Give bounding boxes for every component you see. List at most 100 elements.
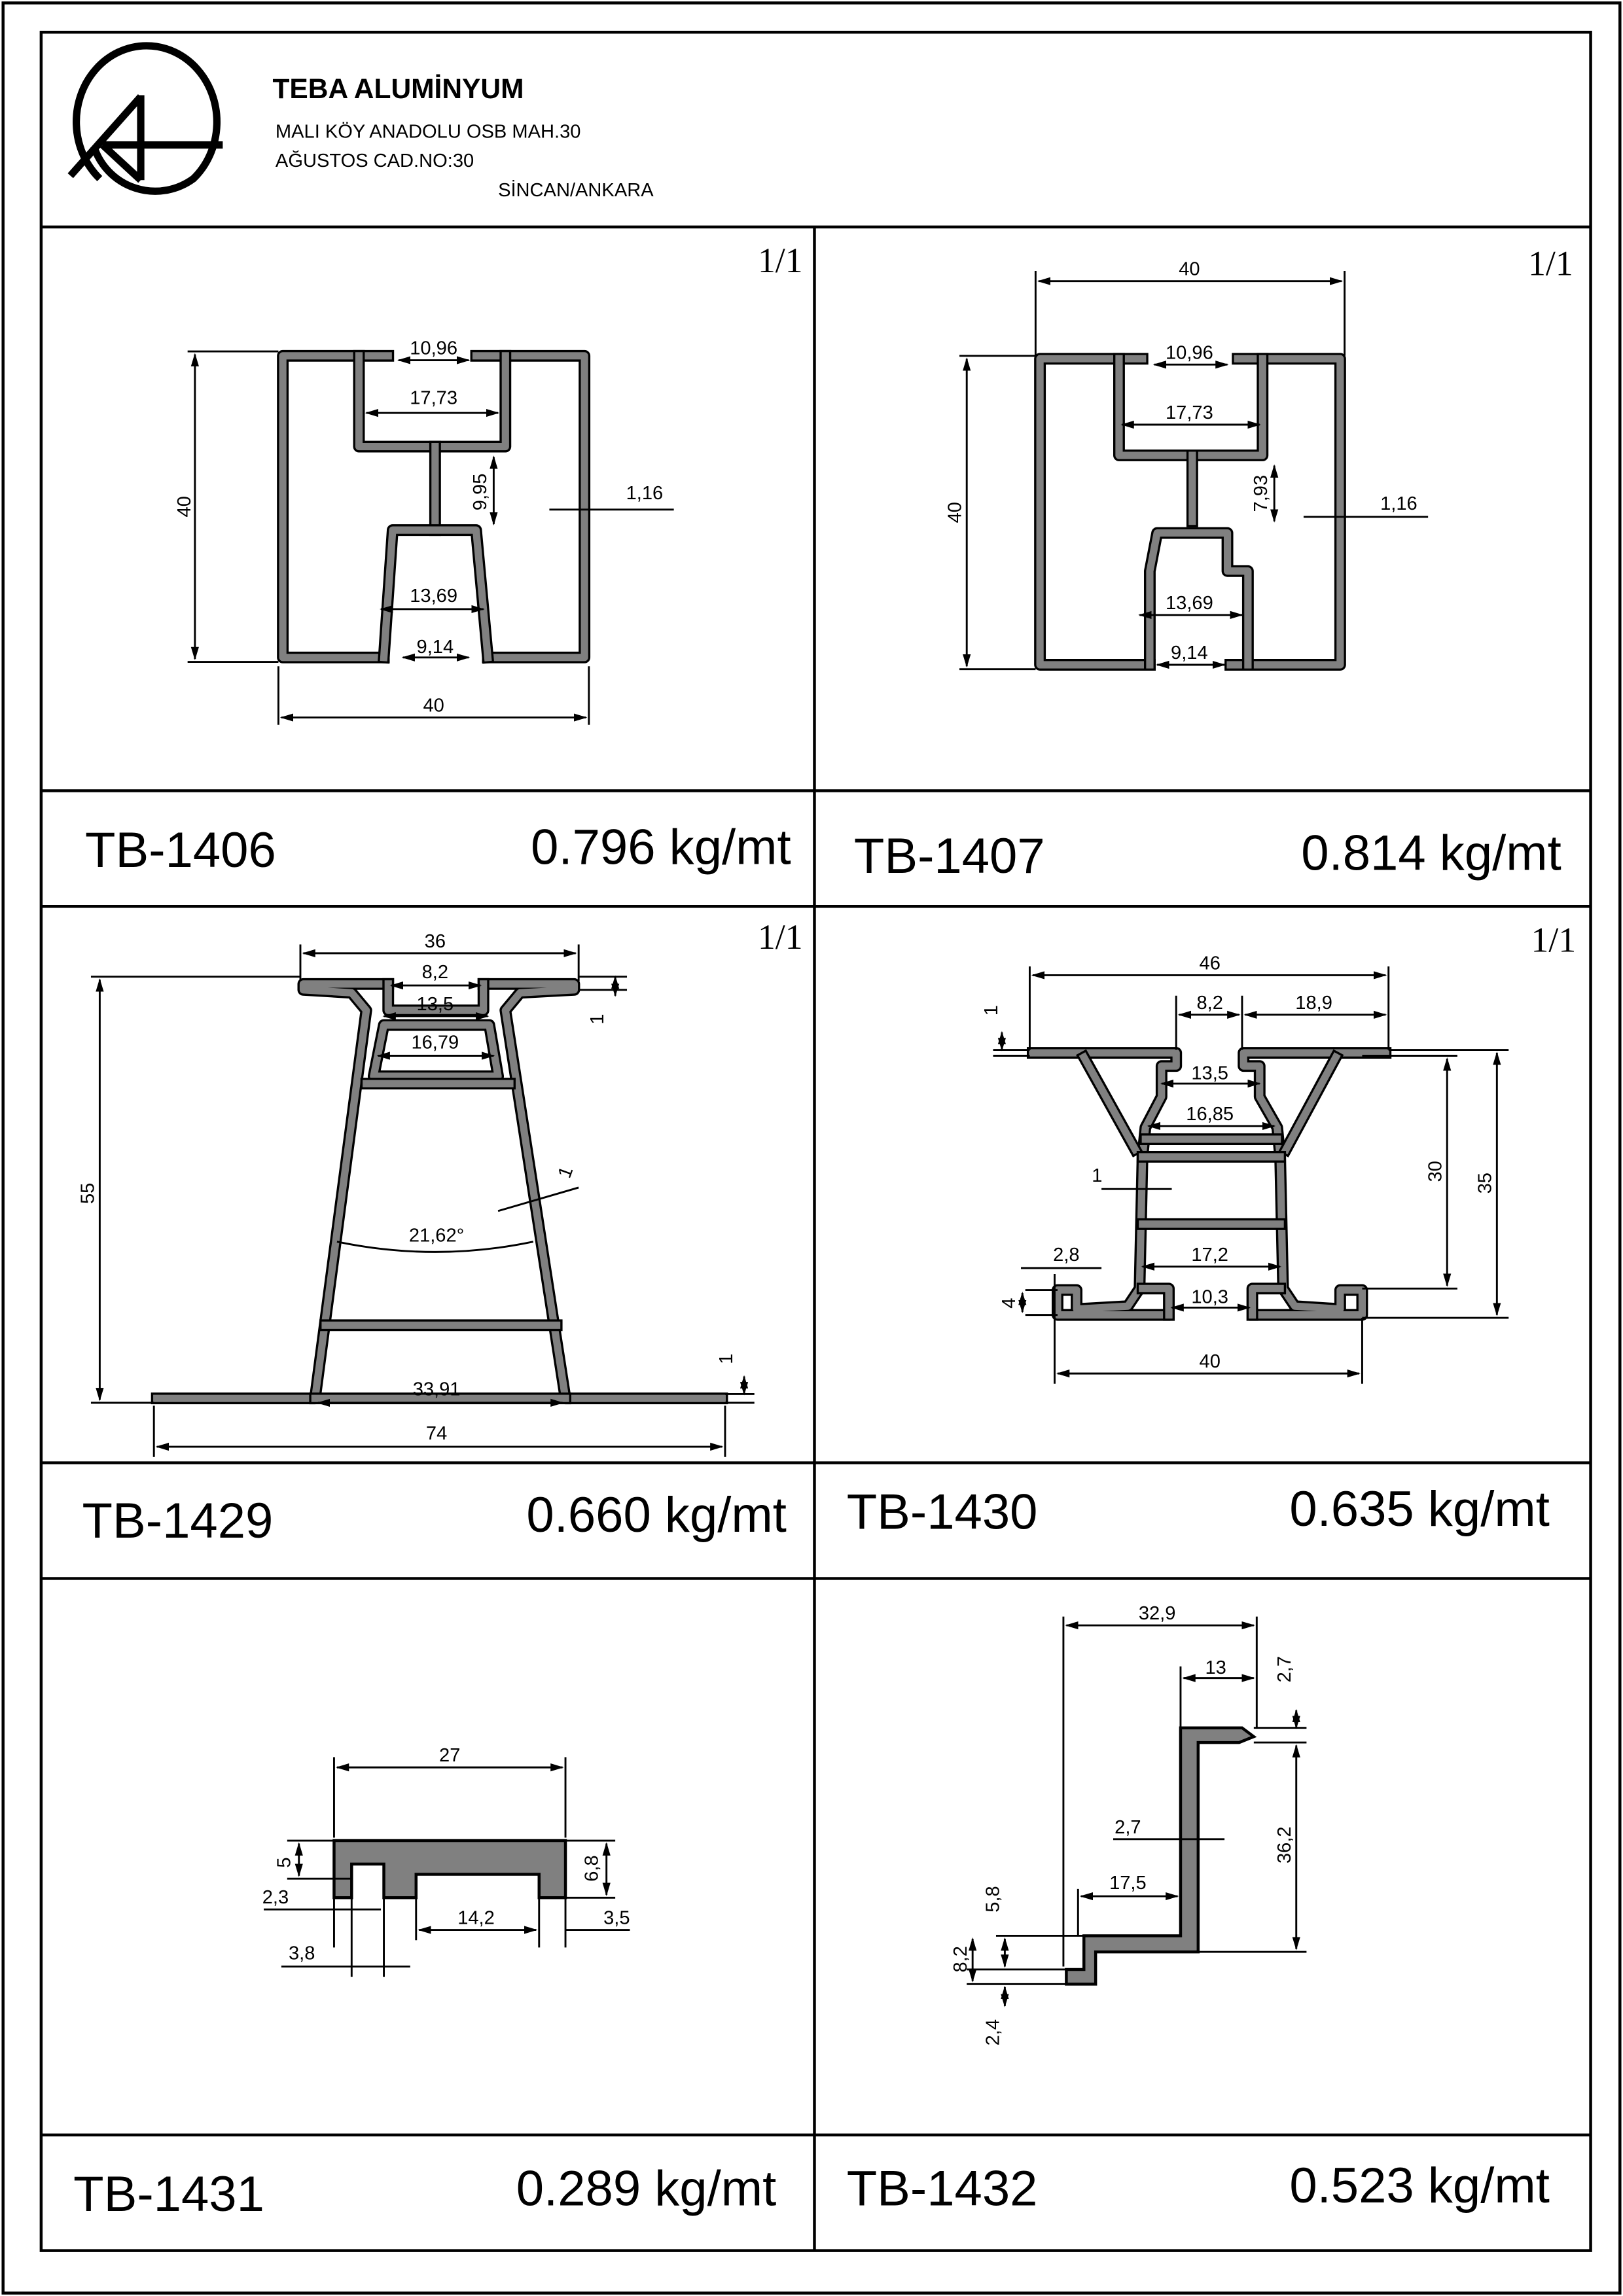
- profile-wall: [279, 352, 392, 662]
- dim-label: 40: [944, 502, 965, 523]
- dim-label: 2,7: [1274, 1656, 1295, 1682]
- dim-label: 33,91: [413, 1379, 461, 1400]
- scale-label: 1/1: [1528, 244, 1573, 283]
- profile-code: TB-1432: [847, 2161, 1038, 2216]
- dim-label: 10,3: [1191, 1287, 1228, 1308]
- profile-drawing-tb-1429: 36 8,2 13,5 16,79 55 1 1 21,62° 33,91 74…: [77, 931, 755, 1457]
- dim-label: 74: [426, 1423, 447, 1444]
- profile-wall: [380, 526, 492, 662]
- profile-wall-outline: [470, 349, 591, 663]
- dim-label: 6,8: [581, 1855, 602, 1881]
- profile-wall: [1139, 1284, 1173, 1319]
- grid-lines: [41, 225, 1591, 2251]
- dim-label: 5: [274, 1858, 294, 1868]
- dim-label: 46: [1200, 953, 1221, 974]
- profile-wall: [472, 352, 588, 662]
- dim-label: 1,16: [626, 483, 664, 504]
- profile-drawing-tb-1431: 27 5 6,8 2,3 14,2 3,5 3,8: [262, 1745, 630, 1977]
- profile-wall: [384, 980, 488, 1014]
- dim-label: 10,96: [410, 338, 457, 359]
- dim-label: 5,8: [982, 1886, 1003, 1912]
- dim-label: 4: [999, 1298, 1020, 1309]
- dim-label: 18,9: [1295, 993, 1332, 1014]
- dim-label: 8,2: [1196, 993, 1222, 1014]
- dim-label: 10,96: [1166, 342, 1213, 363]
- profile-code: TB-1429: [82, 1493, 274, 1549]
- dim-label: 1,16: [1380, 493, 1418, 514]
- dim-label: 36,2: [1274, 1826, 1295, 1863]
- profile-code: TB-1430: [847, 1484, 1038, 1540]
- dim-label: 9,14: [1171, 643, 1208, 663]
- dim-label: 9,95: [470, 474, 491, 511]
- scale-label: 1/1: [758, 917, 803, 957]
- dim-label: 35: [1474, 1173, 1495, 1193]
- profile-wall-outline: [151, 978, 395, 1405]
- dim-label: 16,85: [1186, 1104, 1234, 1125]
- profile-wall-outline: [477, 978, 728, 1405]
- dim-label: 1: [1092, 1165, 1102, 1186]
- dim-label: 55: [77, 1183, 98, 1204]
- dim-label: 13: [1205, 1657, 1226, 1678]
- address-line-3: SİNCAN/ANKARA: [498, 179, 654, 201]
- dim-label: 3,5: [603, 1908, 630, 1929]
- dim-label: 7,93: [1251, 475, 1272, 512]
- dim-label: 17,5: [1109, 1873, 1147, 1894]
- dim-label: 14,2: [457, 1908, 495, 1929]
- dim-label: 13,69: [410, 586, 457, 607]
- dim-label: 40: [423, 696, 444, 716]
- scale-label: 1/1: [758, 241, 803, 280]
- profile-wall: [153, 980, 392, 1402]
- profile-drawing-tb-1432: 32,9 13 2,7 2,7 36,2 17,5 5,8 8,2 2,4: [950, 1603, 1307, 2045]
- dim-label: 40: [174, 496, 195, 517]
- profile-wall: [1249, 1284, 1284, 1319]
- profile-wall: [1226, 355, 1344, 669]
- profile-code: TB-1406: [85, 822, 276, 878]
- dim-label: 21,62°: [409, 1226, 464, 1246]
- dim-label: 27: [439, 1745, 460, 1766]
- dim-label: 2,7: [1115, 1817, 1141, 1838]
- profile-wall: [1079, 1052, 1141, 1155]
- profile-drawing-tb-1406: 40 40 10,96 17,73 9,95 1,16 13,69 9,14: [174, 338, 674, 725]
- dim-label: 1: [554, 1164, 578, 1181]
- dim-label: 36: [425, 931, 446, 952]
- dim-label: 2,3: [262, 1887, 289, 1908]
- dim-label: 13,5: [1191, 1063, 1228, 1084]
- dim-label: 13,5: [417, 994, 454, 1015]
- scale-label: 1/1: [1531, 921, 1577, 960]
- dim-label: 8,2: [950, 1946, 971, 1972]
- company-name: TEBA ALUMİNYUM: [272, 74, 524, 105]
- teba-logo-icon: [67, 42, 223, 195]
- profile-weight: 0.660 kg/mt: [526, 1487, 787, 1543]
- profile-wall-outline: [277, 349, 395, 663]
- dim-label: 9,14: [417, 637, 454, 658]
- profile-wall: [1036, 355, 1154, 669]
- dim-label: 2,8: [1053, 1245, 1079, 1265]
- dimension-line: [497, 1186, 579, 1212]
- dim-label: 40: [1179, 259, 1200, 280]
- profile-weight: 0.814 kg/mt: [1301, 825, 1561, 881]
- dim-label: 17,2: [1191, 1245, 1228, 1265]
- dim-label: 2,4: [982, 2019, 1003, 2045]
- profile-wall: [1281, 1052, 1341, 1155]
- dim-label: 17,73: [410, 388, 457, 409]
- profile-wall: [480, 980, 726, 1402]
- dim-label: 8,2: [422, 962, 448, 983]
- profile-drawing-tb-1430: 46 8,2 18,9 1 13,5 16,85 1 30 35 2,8 17,…: [981, 953, 1509, 1384]
- dim-label: 1: [716, 1354, 737, 1364]
- dim-label: 1: [587, 1014, 608, 1024]
- dimension-line: [100, 142, 143, 183]
- dim-label: 40: [1200, 1351, 1221, 1372]
- dim-label: 13,69: [1166, 593, 1213, 614]
- profile-code: TB-1431: [73, 2166, 264, 2222]
- dim-label: 17,73: [1166, 402, 1213, 423]
- dimension-line: [67, 94, 144, 179]
- profile-weight: 0.635 kg/mt: [1289, 1481, 1550, 1537]
- dim-label: 30: [1425, 1161, 1446, 1182]
- profile-drawing-tb-1407: 40 40 10,96 17,73 7,93 1,16 13,69 9,14: [944, 259, 1429, 671]
- dim-label: 16,79: [411, 1032, 459, 1053]
- address-line-2: AĞUSTOS CAD.NO:30: [276, 150, 474, 171]
- address-line-1: MALI KÖY ANADOLU OSB MAH.30: [276, 121, 581, 142]
- profile-weight: 0.289 kg/mt: [516, 2161, 777, 2216]
